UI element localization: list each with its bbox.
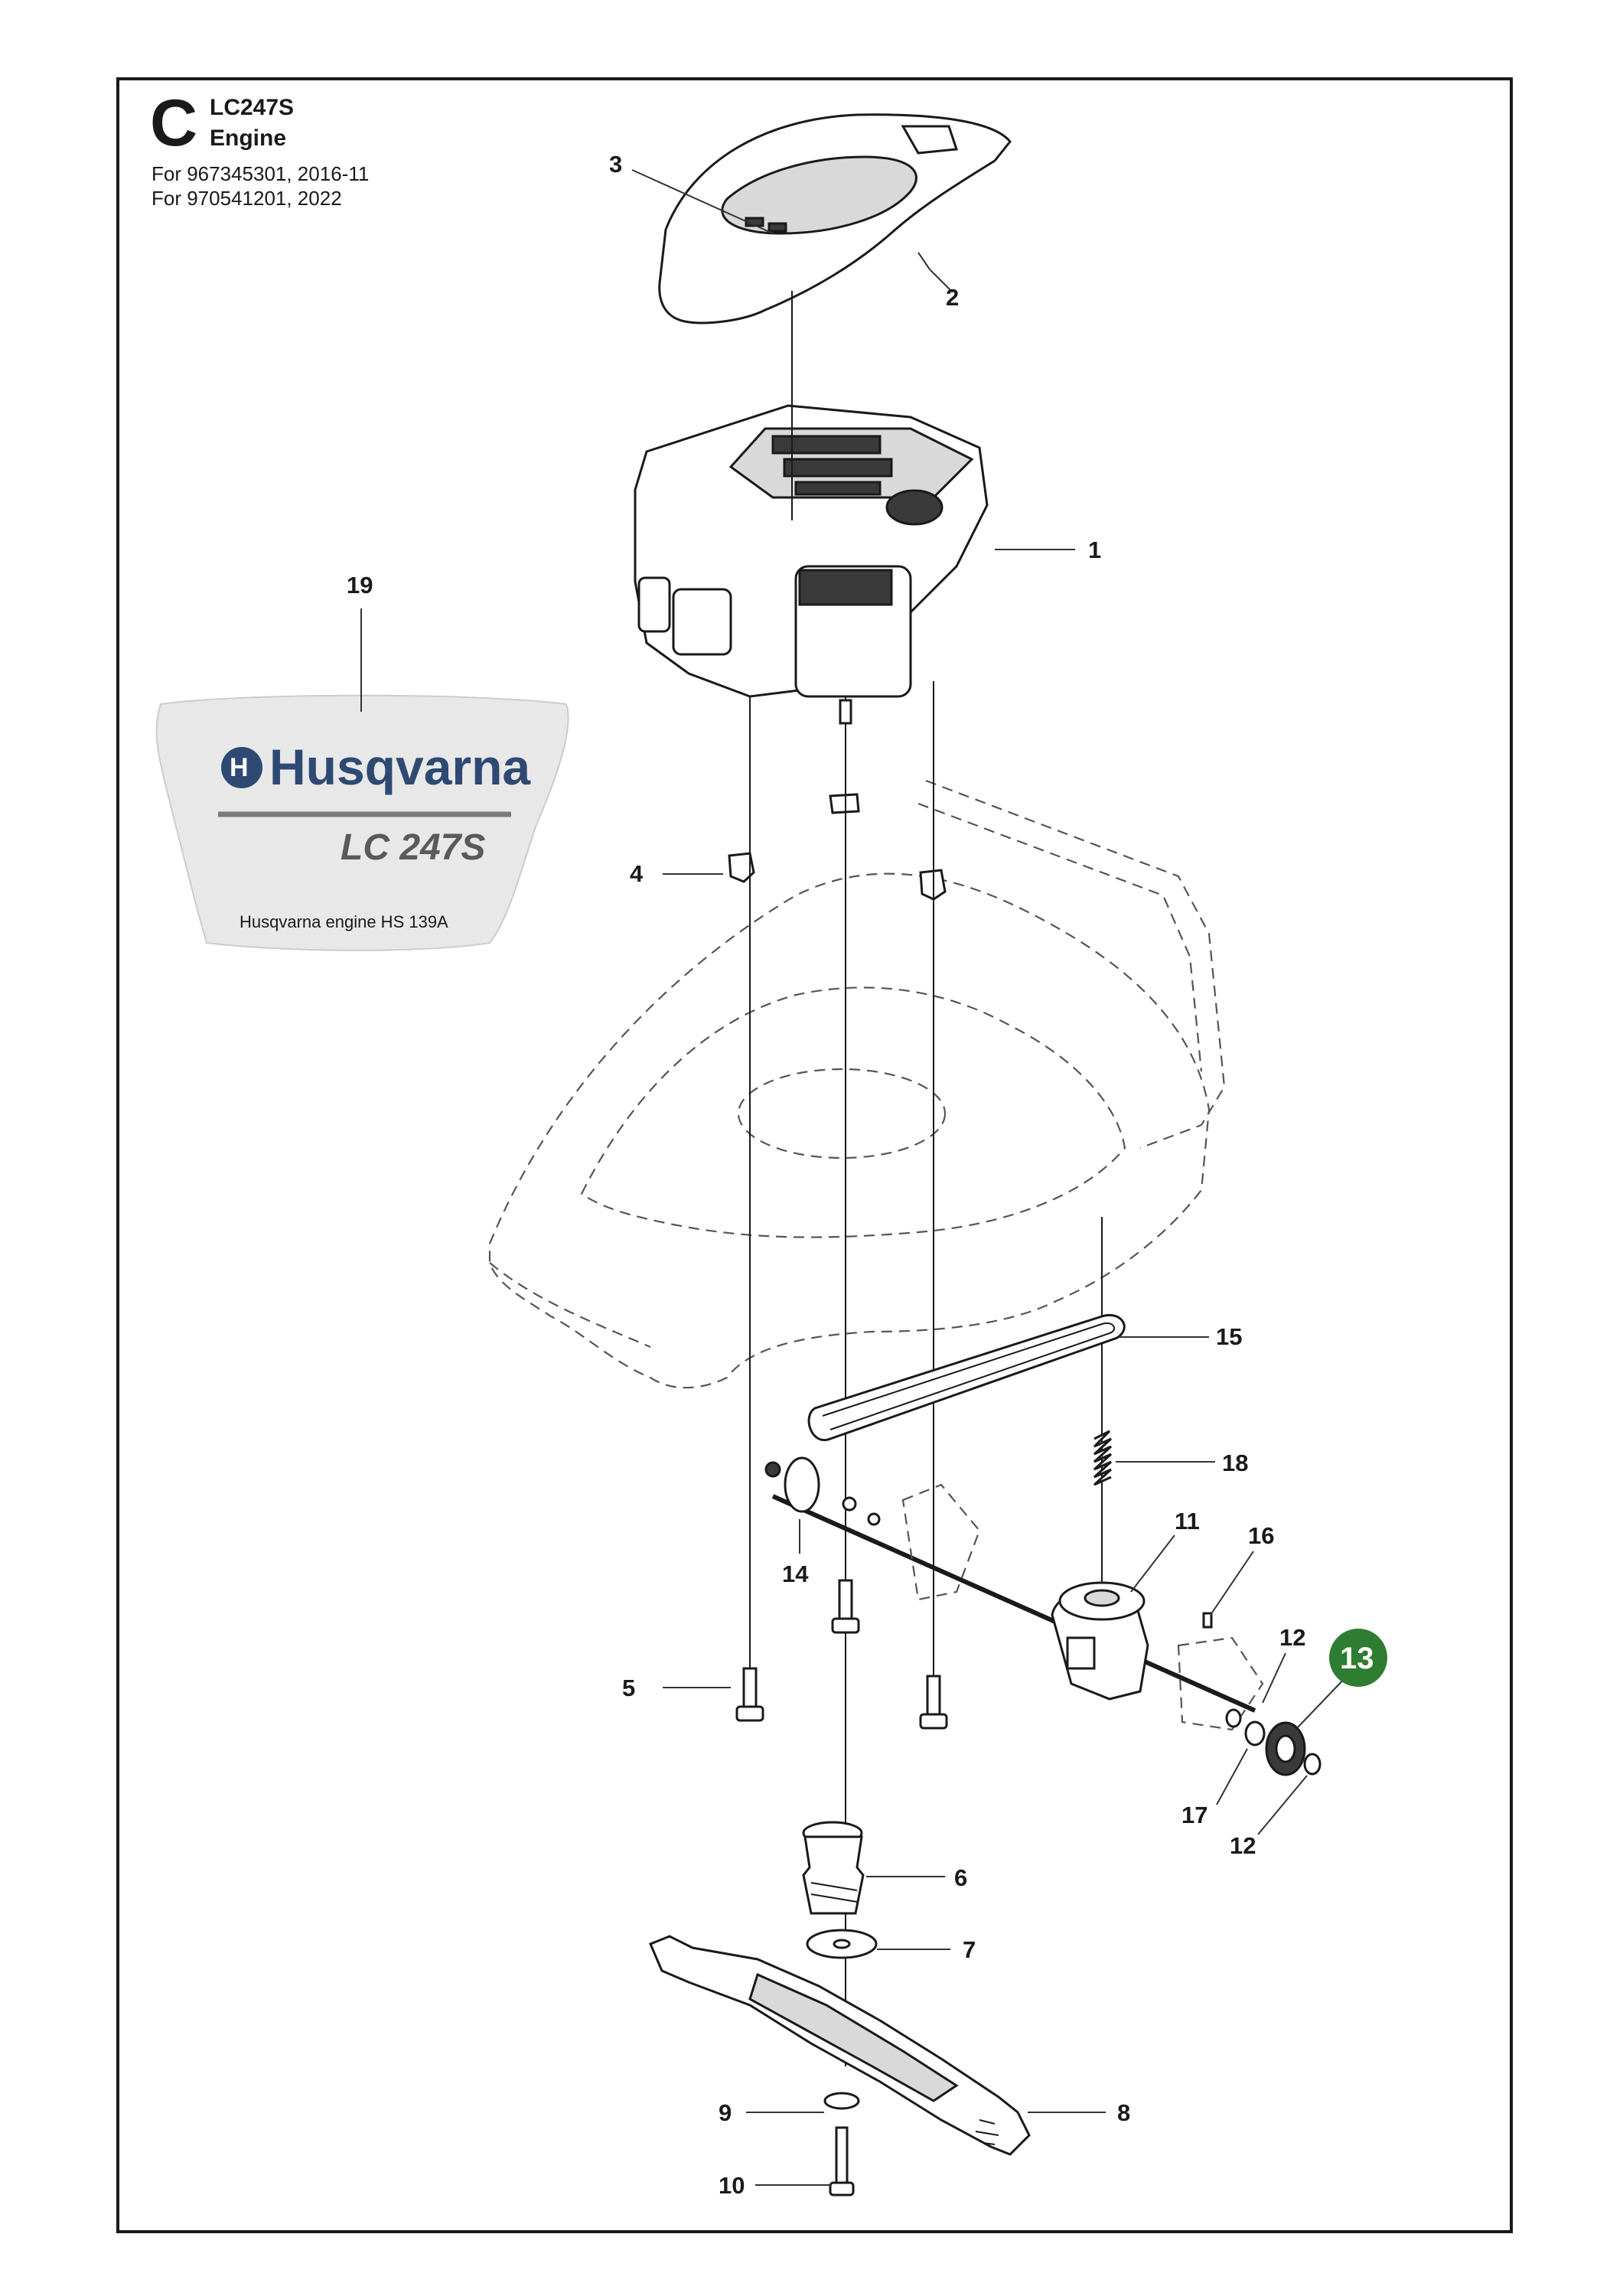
applies-to-line-2: For 970541201, 2022 bbox=[152, 187, 342, 210]
mower-deck-outline bbox=[488, 779, 1226, 1389]
callout-8: 8 bbox=[1117, 2099, 1130, 2126]
callout-6: 6 bbox=[954, 1864, 967, 1891]
decal-engine-note: Husqvarna engine HS 139A bbox=[240, 912, 448, 931]
assembly-axis-lines bbox=[749, 291, 1103, 2066]
callout-10: 10 bbox=[719, 2172, 745, 2199]
callout-7: 7 bbox=[963, 1936, 976, 1963]
section-letter: C bbox=[150, 86, 198, 160]
brand-logo-icon bbox=[221, 747, 262, 788]
part-10-bolt[interactable] bbox=[829, 2126, 855, 2197]
part-13-gear-wheel[interactable] bbox=[1265, 1721, 1306, 1776]
callout-4: 4 bbox=[630, 860, 644, 887]
part-14-gear-wheel[interactable] bbox=[764, 1456, 881, 1526]
model-title: LC247S bbox=[210, 95, 295, 120]
part-5-bolt[interactable] bbox=[735, 1579, 948, 1730]
part-1-engine[interactable] bbox=[634, 404, 989, 725]
drawing-frame bbox=[116, 77, 1513, 2233]
part-4-engine-clip[interactable] bbox=[728, 793, 947, 901]
part-17-washer[interactable] bbox=[1244, 1720, 1266, 1746]
part-18-spring[interactable] bbox=[1093, 1430, 1113, 1486]
callout-17: 17 bbox=[1181, 1802, 1207, 1828]
callout-12-lower: 12 bbox=[1230, 1832, 1256, 1859]
section-subtitle: Engine bbox=[210, 126, 287, 151]
callout-leaders bbox=[360, 169, 1349, 2186]
callout-9: 9 bbox=[719, 2099, 732, 2126]
callout-19: 19 bbox=[347, 572, 373, 598]
callout-5: 5 bbox=[622, 1675, 635, 1701]
decal-brand-text: Husqvarna bbox=[269, 739, 531, 795]
part-11-gearbox[interactable] bbox=[1051, 1581, 1149, 1701]
callout-18: 18 bbox=[1222, 1450, 1248, 1476]
callout-16: 16 bbox=[1248, 1522, 1274, 1549]
callout-1: 1 bbox=[1088, 536, 1101, 563]
highlight-badge bbox=[1329, 1629, 1387, 1687]
part-16-key[interactable] bbox=[1202, 1612, 1213, 1629]
part-6-blade-hub[interactable] bbox=[802, 1821, 865, 1915]
part-8-blade[interactable] bbox=[649, 1935, 1031, 2156]
callout-15: 15 bbox=[1216, 1323, 1242, 1350]
part-15-drive-belt[interactable] bbox=[807, 1313, 1126, 1442]
callout-3: 3 bbox=[609, 151, 622, 178]
callout-13-highlight[interactable]: 13 bbox=[1329, 1629, 1387, 1687]
rear-drive-axle bbox=[771, 1483, 1264, 1731]
decal-model-text: LC 247S bbox=[341, 827, 485, 868]
callout-12-upper: 12 bbox=[1279, 1624, 1305, 1651]
callout-11: 11 bbox=[1175, 1508, 1200, 1534]
callout-2: 2 bbox=[946, 284, 959, 311]
part-12-washer[interactable] bbox=[1225, 1708, 1322, 1776]
part-19-decal[interactable]: H bbox=[155, 694, 569, 951]
callout-14: 14 bbox=[782, 1561, 809, 1587]
applies-to-line-1: For 967345301, 2016-11 bbox=[152, 162, 370, 185]
callout-13: 13 bbox=[1340, 1642, 1374, 1675]
part-7-washer[interactable] bbox=[806, 1929, 878, 1959]
svg-text:H: H bbox=[230, 753, 249, 782]
part-9-washer[interactable] bbox=[823, 2092, 860, 2110]
